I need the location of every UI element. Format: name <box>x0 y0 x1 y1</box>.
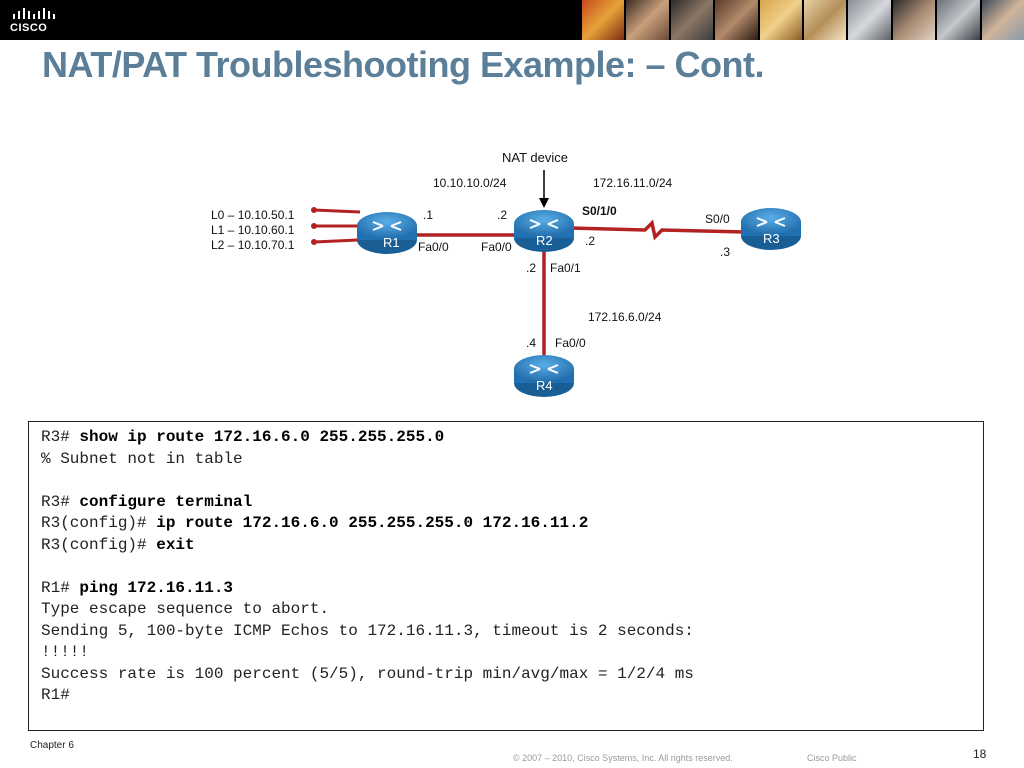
interface-label: S0/1/0 <box>582 204 617 218</box>
interface-label: S0/0 <box>705 212 730 226</box>
router-r2-icon: R2 <box>514 210 574 252</box>
footer-copyright: © 2007 – 2010, Cisco Systems, Inc. All r… <box>513 753 733 763</box>
link-r2-r3 <box>569 219 746 241</box>
network-r2-r3-label: 172.16.11.0/24 <box>593 176 673 190</box>
banner-photo <box>668 0 714 40</box>
cli-command: exit <box>156 535 195 554</box>
network-r2-r4-label: 172.16.6.0/24 <box>588 310 662 324</box>
interface-label: Fa0/0 <box>555 336 586 350</box>
router-r4-label: R4 <box>536 378 553 393</box>
router-r3-icon: R3 <box>741 208 801 250</box>
banner-photo <box>979 0 1024 40</box>
cli-line: R3# configure terminal <box>41 492 971 514</box>
cli-prompt: R3# <box>41 428 80 446</box>
cli-line: R3(config)# exit <box>41 535 971 557</box>
cli-line: % Subnet not in table <box>41 449 971 471</box>
cisco-logo-text: CISCO <box>10 22 48 34</box>
banner-photo <box>846 0 891 40</box>
cli-command: ping 172.16.11.3 <box>79 578 234 597</box>
cli-prompt: R3# <box>41 492 80 511</box>
loopback-label: L0 – 10.10.50.1 <box>211 208 295 222</box>
cli-prompt: R3(config)# <box>41 514 157 532</box>
cli-line: Type escape sequence to abort. <box>41 599 971 621</box>
cli-line: R1# ping 172.16.11.3 <box>41 578 971 600</box>
loopback-label: L2 – 10.10.70.1 <box>211 238 295 252</box>
banner-photo <box>713 0 758 40</box>
cli-line: Success rate is 100 percent (5/5), round… <box>41 664 971 686</box>
cli-line <box>41 556 971 578</box>
host-id-label: .4 <box>526 336 536 350</box>
cli-line: Sending 5, 100-byte ICMP Echos to 172.16… <box>41 621 971 643</box>
cli-command: ip route 172.16.6.0 255.255.255.0 172.16… <box>156 514 589 532</box>
network-r1-r2-label: 10.10.10.0/24 <box>433 176 507 190</box>
cli-prompt: R1# <box>41 578 80 597</box>
banner-photo <box>757 0 803 40</box>
cli-output: !!!!! <box>41 643 90 661</box>
host-id-label: .2 <box>526 261 536 275</box>
header-banner: CISCO <box>0 0 1024 40</box>
nat-arrow-icon <box>539 170 549 208</box>
interface-label: Fa0/0 <box>481 240 512 254</box>
banner-photo <box>890 0 936 40</box>
cisco-logo: CISCO <box>8 6 68 36</box>
cli-line <box>41 470 971 492</box>
interface-label: Fa0/0 <box>418 240 449 254</box>
cli-command: show ip route 172.16.6.0 255.255.255.0 <box>79 428 445 446</box>
cli-line: R3# show ip route 172.16.6.0 255.255.255… <box>41 427 971 449</box>
interface-label: Fa0/1 <box>550 261 581 275</box>
cli-line: R3(config)# ip route 172.16.6.0 255.255.… <box>41 513 971 535</box>
footer-chapter: Chapter 6 <box>30 740 74 751</box>
host-id-label: .1 <box>423 208 433 222</box>
cli-line: !!!!! <box>41 642 971 664</box>
banner-photo <box>624 0 669 40</box>
router-r3-label: R3 <box>763 231 780 246</box>
footer-classification: Cisco Public <box>807 753 857 763</box>
router-r1-label: R1 <box>383 235 400 250</box>
page-number: 18 <box>973 747 987 761</box>
loopback-label: L1 – 10.10.60.1 <box>211 223 295 237</box>
cli-output: Sending 5, 100-byte ICMP Echos to 172.16… <box>41 621 694 640</box>
router-r4-icon: R4 <box>514 355 574 397</box>
cli-command: configure terminal <box>79 492 253 511</box>
cisco-bars-icon <box>13 8 55 19</box>
nat-device-label: NAT device <box>502 150 568 165</box>
cli-output-box: R3# show ip route 172.16.6.0 255.255.255… <box>28 421 984 731</box>
host-id-label: .2 <box>497 208 507 222</box>
cli-prompt: R1# <box>41 686 70 704</box>
network-diagram: R1 R2 R3 R4 NAT device 10.10.10.0/24 172… <box>211 150 801 397</box>
router-r1-icon: R1 <box>357 212 417 254</box>
host-id-label: .2 <box>585 234 595 248</box>
banner-photo <box>580 0 625 40</box>
cli-prompt: R3(config)# <box>41 535 157 554</box>
banner-photo <box>935 0 980 40</box>
cli-line: R1# <box>41 685 971 707</box>
cli-output: Type escape sequence to abort. <box>41 600 330 618</box>
page-title: NAT/PAT Troubleshooting Example: – Cont. <box>42 44 765 85</box>
router-r2-label: R2 <box>536 233 553 248</box>
cli-output: Success rate is 100 percent (5/5), round… <box>41 664 694 683</box>
photo-strip <box>580 0 1024 40</box>
banner-photo <box>802 0 847 40</box>
host-id-label: .3 <box>720 245 730 259</box>
cli-output: % Subnet not in table <box>41 449 243 468</box>
loopback-lines <box>311 207 361 245</box>
